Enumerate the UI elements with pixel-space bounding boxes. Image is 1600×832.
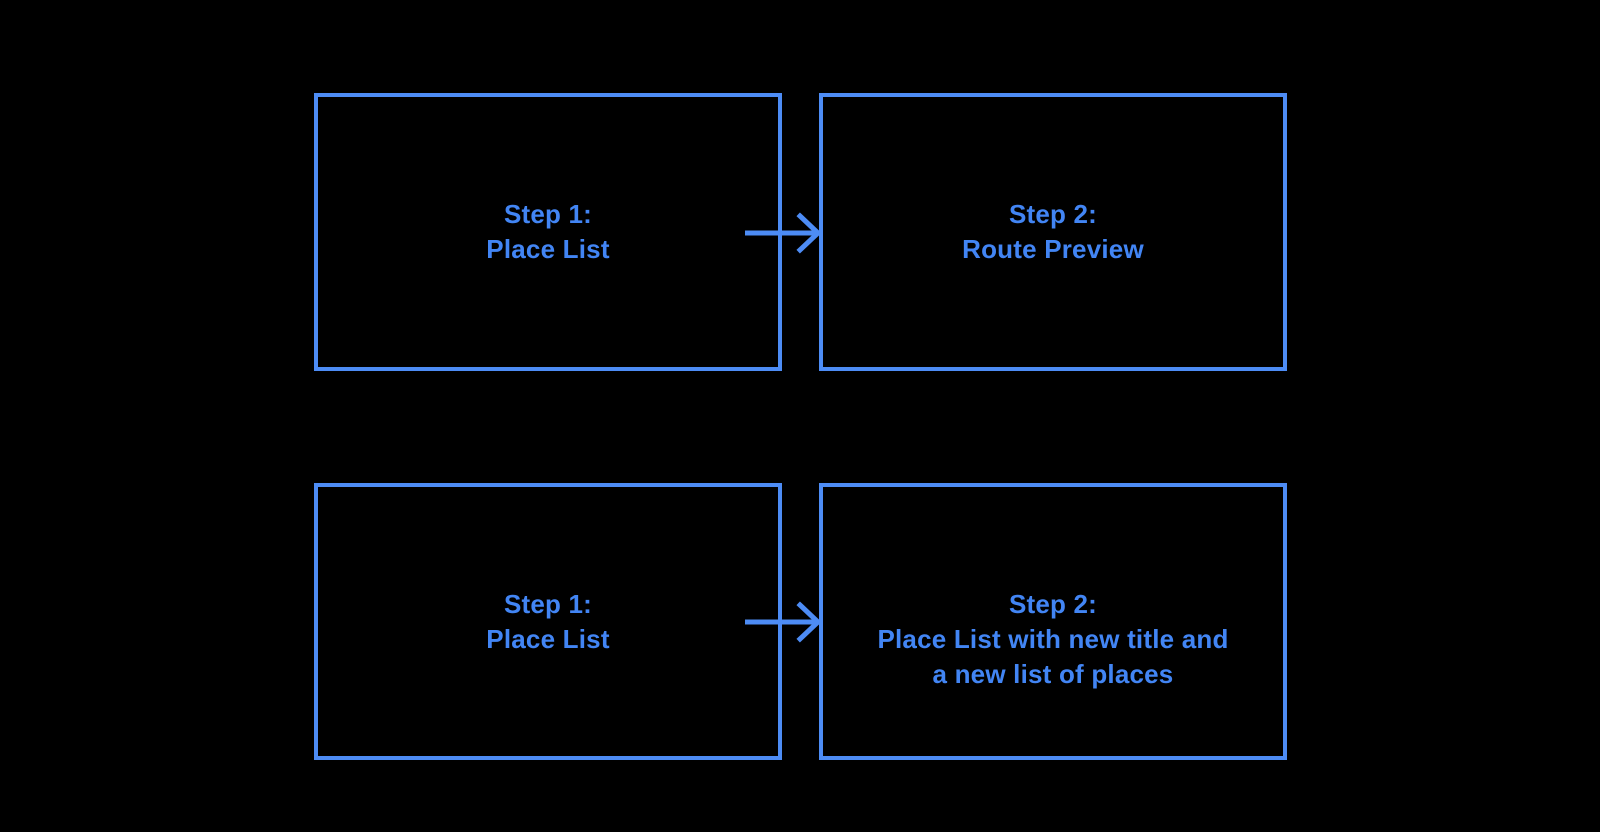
step2-label-row1: Step 2: Route Preview	[823, 197, 1283, 267]
step2-box-row1: Step 2: Route Preview	[819, 93, 1287, 371]
step-label-line: Step 2:	[1008, 199, 1098, 229]
step-label-line: Step 2:	[1008, 589, 1098, 619]
step1-box-row1: Step 1: Place List	[314, 93, 782, 371]
right-arrow-icon	[745, 212, 822, 254]
step2-label-row2: Step 2: Place List with new title and a …	[823, 587, 1283, 692]
right-arrow-icon	[745, 601, 822, 643]
step2-box-row2: Step 2: Place List with new title and a …	[819, 483, 1287, 760]
step-label-line: Step 1:	[503, 199, 593, 229]
step-label-line: Place List	[486, 624, 610, 654]
step1-label-row2: Step 1: Place List	[318, 587, 778, 657]
step-label-line: Route Preview	[962, 234, 1144, 264]
step1-label-row1: Step 1: Place List	[318, 197, 778, 267]
step1-box-row2: Step 1: Place List	[314, 483, 782, 760]
step-label-line: Place List	[486, 234, 610, 264]
step-label-line: Place List with new title and	[877, 624, 1229, 654]
step-label-line: a new list of places	[932, 659, 1174, 689]
step-label-line: Step 1:	[503, 589, 593, 619]
